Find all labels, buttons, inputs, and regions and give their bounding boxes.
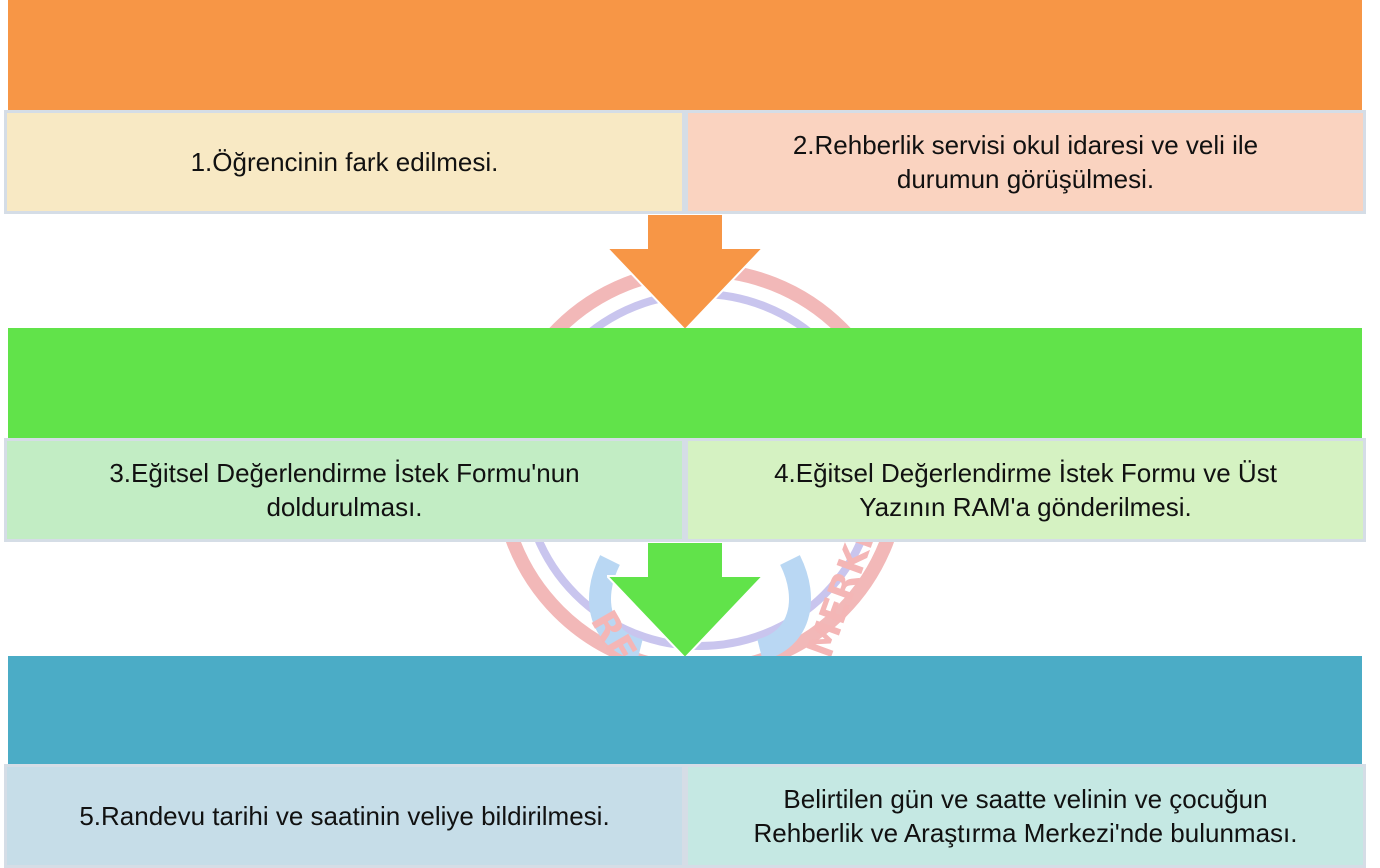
step-6-text: Belirtilen gün ve saatte velinin ve çocu… — [753, 784, 1298, 848]
stage-3-band — [8, 656, 1362, 768]
stage-1-steps: 1.Öğrencinin fark edilmesi. 2.Rehberlik … — [4, 110, 1366, 214]
step-1-box: 1.Öğrencinin fark edilmesi. — [4, 110, 685, 214]
step-4-box: 4.Eğitsel Değerlendirme İstek Formu ve Ü… — [685, 438, 1366, 542]
stage-2-band — [8, 328, 1362, 440]
down-arrow-1 — [607, 214, 763, 332]
step-3-text: 3.Eğitsel Değerlendirme İstek Formu'nun … — [109, 458, 580, 522]
step-2-box: 2.Rehberlik servisi okul idaresi ve veli… — [685, 110, 1366, 214]
stage-3-steps: 5.Randevu tarihi ve saatinin veliye bild… — [4, 764, 1366, 868]
down-arrow-2 — [607, 542, 763, 660]
stage-2-steps: 3.Eğitsel Değerlendirme İstek Formu'nun … — [4, 438, 1366, 542]
step-5-text: 5.Randevu tarihi ve saatinin veliye bild… — [79, 801, 610, 831]
step-3-box: 3.Eğitsel Değerlendirme İstek Formu'nun … — [4, 438, 685, 542]
step-4-text: 4.Eğitsel Değerlendirme İstek Formu ve Ü… — [774, 458, 1277, 522]
step-5-box: 5.Randevu tarihi ve saatinin veliye bild… — [4, 764, 685, 868]
step-6-box: Belirtilen gün ve saatte velinin ve çocu… — [685, 764, 1366, 868]
stage-1-band — [8, 0, 1362, 110]
step-1-text: 1.Öğrencinin fark edilmesi. — [190, 147, 499, 177]
step-2-text: 2.Rehberlik servisi okul idaresi ve veli… — [792, 130, 1259, 194]
